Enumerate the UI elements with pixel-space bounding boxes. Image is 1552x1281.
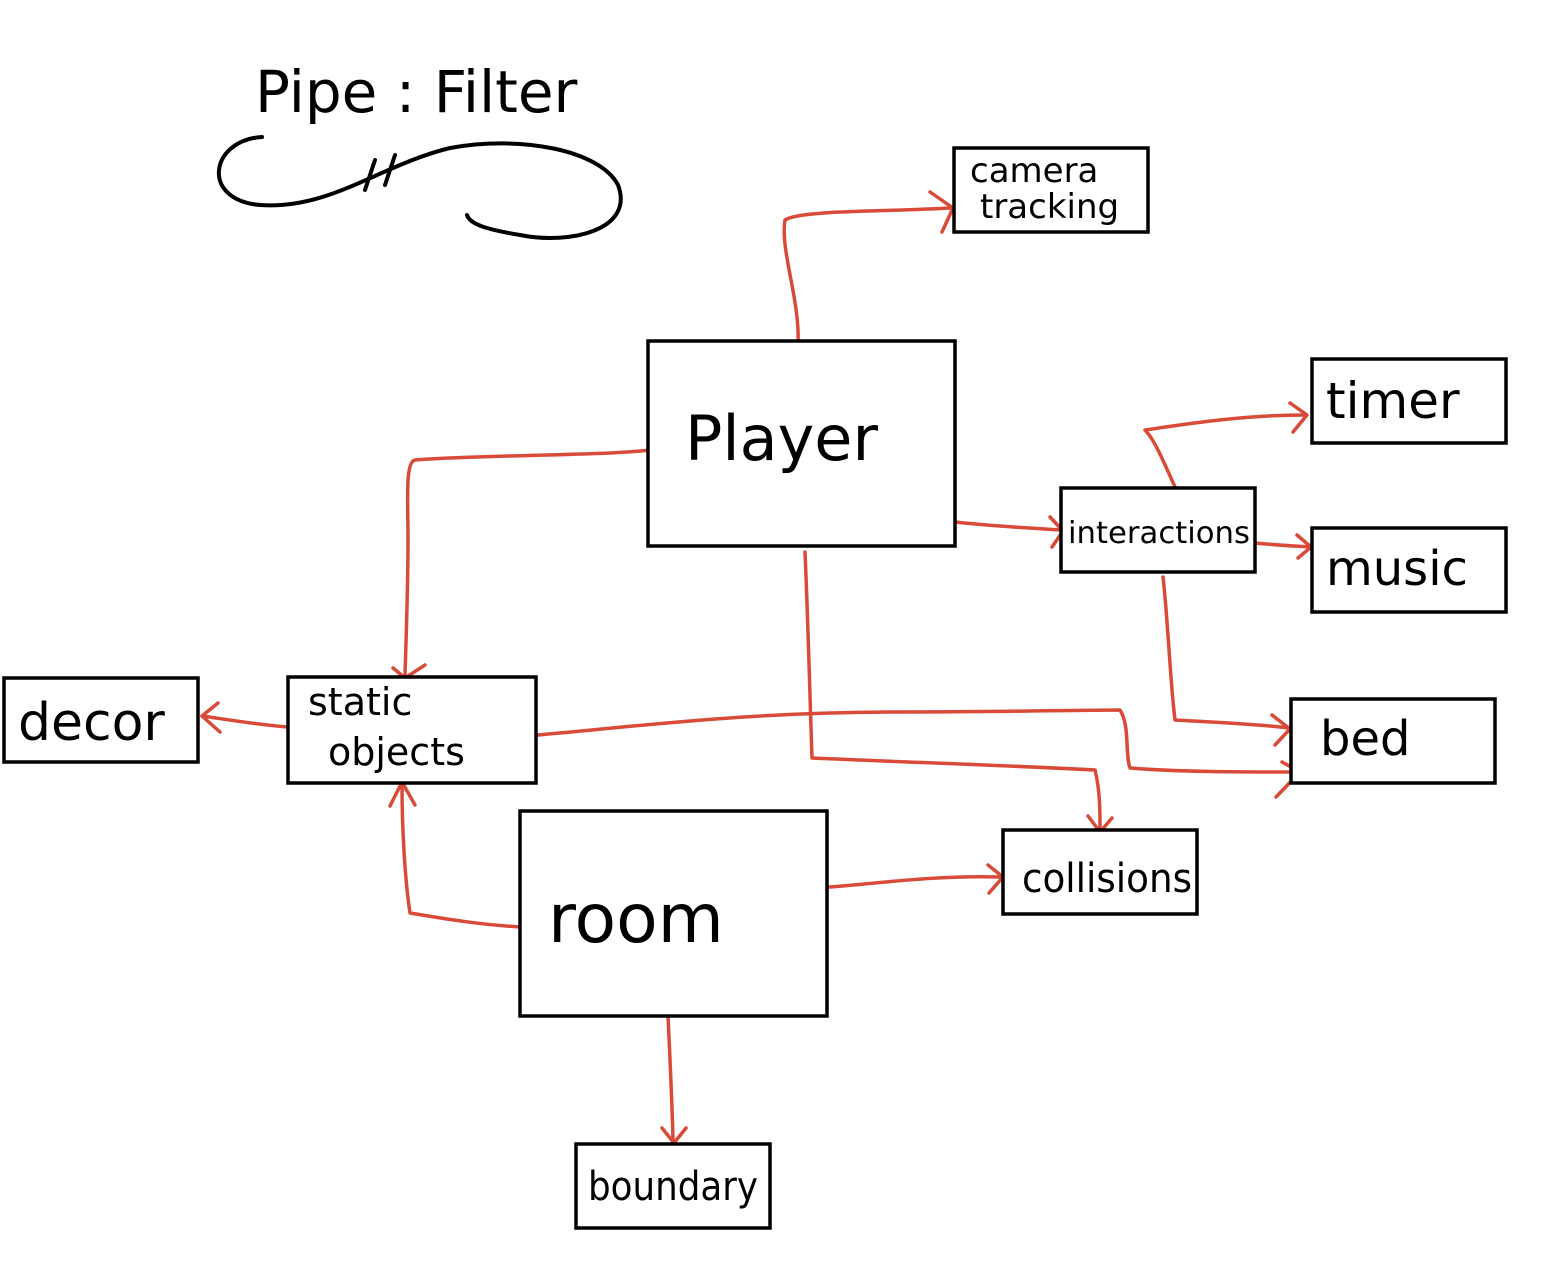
node-music-box (1310, 526, 1508, 614)
edge-player-interactions (953, 520, 1064, 532)
edge-room-boundary (666, 1013, 675, 1142)
title-underline-tick-1 (363, 158, 377, 192)
node-timer: timer (1310, 357, 1508, 445)
node-collisions-box (1001, 828, 1199, 916)
edge-room-static-objects (400, 782, 524, 929)
edge-room-collisions-arrowhead (986, 863, 1005, 895)
node-static-objects: static objects (286, 675, 538, 785)
node-timer-label: timer (1326, 372, 1460, 430)
node-room: room (518, 809, 829, 1018)
edge-interactions-music (1253, 541, 1312, 549)
title-underline-tick-2 (383, 153, 397, 187)
node-music-label: music (1326, 541, 1468, 597)
node-static-objects-label-line-1: static (308, 680, 412, 724)
node-bed: bed (1289, 697, 1497, 785)
node-bed-box (1289, 697, 1497, 785)
node-camera-tracking-box (952, 146, 1150, 234)
diagram-title-text: Pipe : Filter (255, 58, 578, 126)
node-player-box (646, 339, 957, 548)
edge-room-collisions (828, 874, 1002, 889)
node-static-objects-box (286, 675, 538, 785)
node-decor-label: decor (18, 693, 165, 753)
node-static-objects-label-line-2: objects (328, 730, 465, 774)
node-player: Player (646, 339, 957, 548)
edge-interactions-timer (1143, 413, 1307, 489)
node-player-label: Player (685, 402, 878, 475)
node-room-box (518, 809, 829, 1018)
edge-interactions-bed-arrowhead (1270, 713, 1292, 747)
nodes-layer: camera tracking Player timer interaction… (2, 146, 1508, 1230)
node-camera-tracking-label-line-1: camera (970, 151, 1098, 191)
node-decor: decor (2, 676, 200, 764)
node-interactions-label: interactions (1068, 516, 1250, 551)
edge-static-objects-decor (200, 714, 290, 729)
edge-interactions-timer-arrowhead (1288, 401, 1309, 434)
node-collisions-label: collisions (1022, 856, 1192, 902)
node-boundary: boundary (574, 1142, 772, 1230)
node-decor-box (2, 676, 200, 764)
node-camera-tracking: camera tracking (952, 146, 1150, 234)
node-collisions: collisions (1001, 828, 1199, 916)
edge-player-collisions (803, 550, 1102, 832)
edge-static-objects-bed (536, 708, 1300, 774)
title-underline-flourish (217, 135, 623, 240)
node-room-label: room (548, 880, 724, 959)
diagram-title: Pipe : Filter (217, 58, 623, 240)
edge-player-camera-tracking-arrowhead (928, 190, 955, 234)
edge-player-camera-tracking (782, 206, 952, 345)
node-interactions-box (1059, 486, 1257, 574)
node-timer-box (1310, 357, 1508, 445)
edges-layer (200, 190, 1313, 1145)
edge-interactions-bed (1161, 575, 1290, 730)
node-music: music (1310, 526, 1508, 614)
edge-player-static-objects (403, 448, 652, 677)
node-boundary-label: boundary (588, 1164, 758, 1210)
node-boundary-box (574, 1142, 772, 1230)
node-interactions: interactions (1059, 486, 1257, 574)
node-camera-tracking-label-line-2: tracking (980, 187, 1119, 227)
node-bed-label: bed (1320, 711, 1410, 767)
edge-static-objects-decor-arrowhead (200, 701, 222, 734)
